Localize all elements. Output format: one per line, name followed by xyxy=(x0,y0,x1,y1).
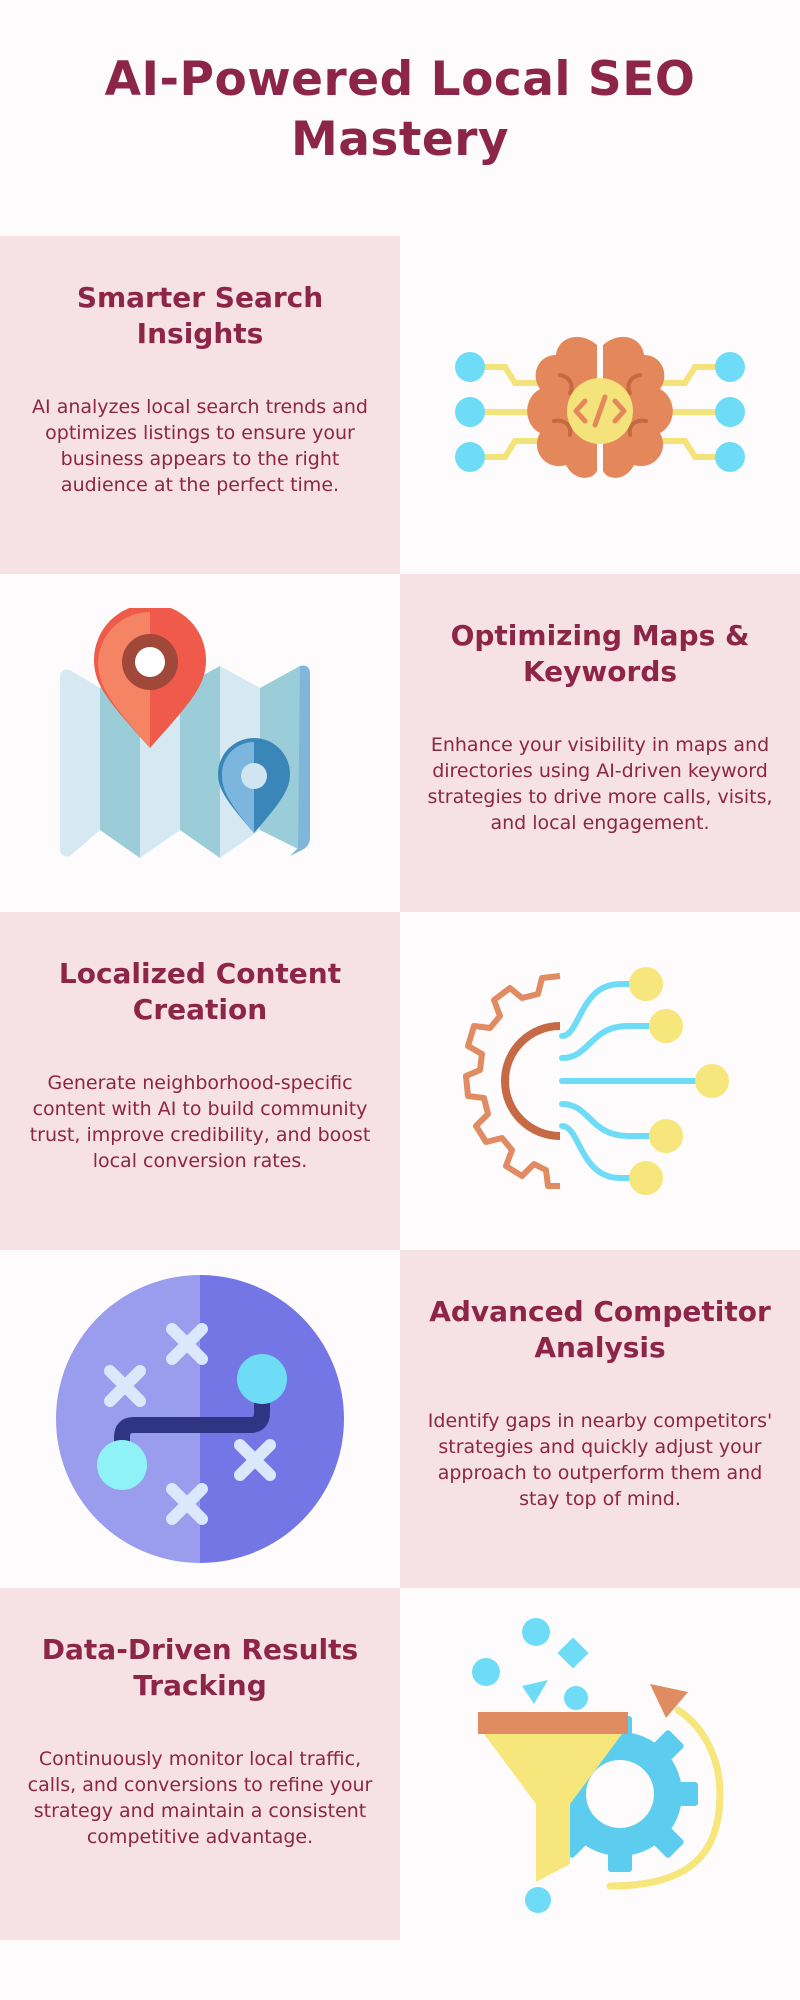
strategy-illustration xyxy=(0,1250,400,1588)
section-results-tracking: Data-Driven Results Tracking Continuousl… xyxy=(0,1588,400,1940)
section-heading: Advanced Competitor Analysis xyxy=(429,1295,771,1364)
section-body: Generate neighborhood-specific content w… xyxy=(29,1072,371,1172)
map-illustration xyxy=(0,574,400,912)
section-heading: Optimizing Maps & Keywords xyxy=(450,619,750,688)
section-competitor-analysis: Advanced Competitor Analysis Identify ga… xyxy=(400,1250,800,1588)
section-body: AI analyzes local search trends and opti… xyxy=(32,396,368,496)
page-title: AI-Powered Local SEO Mastery xyxy=(0,50,800,170)
funnel-gear-icon xyxy=(472,1618,724,1913)
section-heading: Smarter Search Insights xyxy=(76,281,324,350)
section-body: Continuously monitor local traffic, call… xyxy=(27,1748,373,1848)
section-smarter-search: Smarter Search Insights AI analyzes loca… xyxy=(0,236,400,574)
section-optimizing-maps: Optimizing Maps & Keywords Enhance your … xyxy=(400,574,800,912)
section-body: Identify gaps in nearby competitors' str… xyxy=(427,1410,773,1510)
section-body: Enhance your visibility in maps and dire… xyxy=(427,734,773,834)
title-line-1: AI-Powered Local SEO xyxy=(104,52,696,107)
brain-code-icon xyxy=(455,336,745,478)
title-line-2: Mastery xyxy=(290,112,510,167)
gear-network-icon xyxy=(463,967,729,1195)
map-pins-icon xyxy=(60,608,310,858)
section-heading: Localized Content Creation xyxy=(58,957,342,1026)
brain-code-illustration xyxy=(400,236,800,574)
funnel-gear-illustration xyxy=(400,1588,800,1940)
strategy-plan-icon xyxy=(56,1275,344,1563)
gear-network-illustration xyxy=(400,912,800,1250)
section-heading: Data-Driven Results Tracking xyxy=(41,1633,359,1702)
section-localized-content: Localized Content Creation Generate neig… xyxy=(0,912,400,1250)
